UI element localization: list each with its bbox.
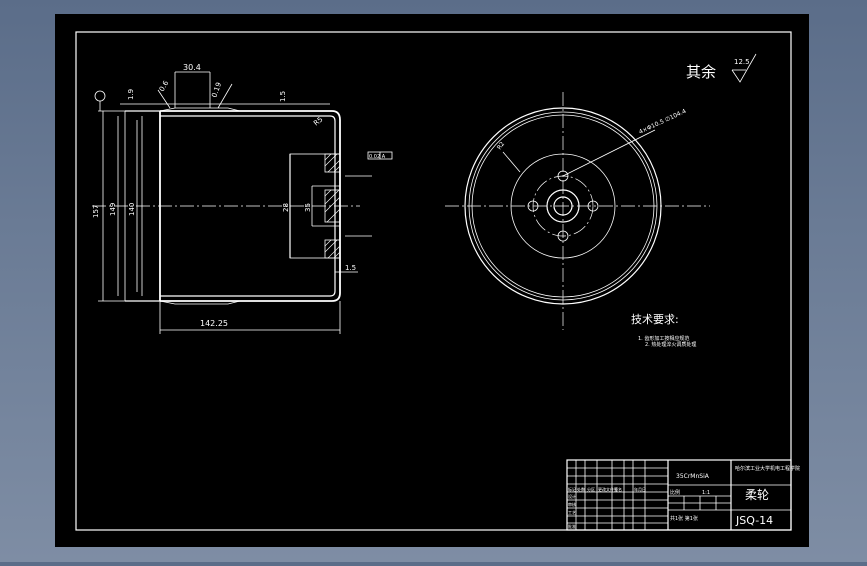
- note-2: 2. 热处理淬火调质处理: [645, 341, 696, 348]
- rev-file: 更改文件号: [598, 486, 618, 492]
- title-company: 哈尔滨工业大学机电工程学院: [735, 465, 800, 472]
- rev-count: 处数: [577, 486, 585, 492]
- surface-finish-value: 12.5: [734, 58, 750, 66]
- title-part-name: 柔轮: [745, 488, 769, 502]
- gdt-frame: 0.02 A: [369, 154, 386, 160]
- title-drawing-no: JSQ-14: [735, 514, 773, 527]
- label-craft: 工艺: [568, 510, 576, 515]
- rev-zone: 分区: [587, 486, 595, 492]
- drawing-sheet: [55, 14, 809, 547]
- dim-dia-mid: 149: [109, 203, 117, 216]
- dim-left-gap: 1.9: [127, 89, 135, 100]
- dim-wall-top: 1.5: [279, 91, 287, 102]
- dim-dia-inner: 140: [128, 203, 136, 216]
- hub-hatching: [324, 153, 341, 259]
- section-view: 30.4 1.9 0.6 0.19 1.5 R5 142.25 157 149 …: [92, 63, 393, 334]
- title-sheet: 共1张 第1张: [670, 515, 698, 522]
- rev-sign: 签名: [614, 486, 622, 492]
- rev-mark: 标记: [568, 486, 576, 492]
- dim-top-width: 30.4: [183, 63, 201, 72]
- title-scale-label: 比例: [670, 489, 680, 496]
- label-check: 审核: [568, 501, 576, 507]
- dim-fillet: R2: [496, 140, 506, 151]
- surface-finish-label: 其余: [686, 63, 716, 81]
- note-1: 1. 齿形加工按相应规范: [638, 335, 689, 342]
- technical-notes: 技术要求: 1. 齿形加工按相应规范 2. 热处理淬火调质处理: [631, 313, 696, 348]
- dim-length: 142.25: [200, 319, 228, 328]
- notes-title: 技术要求:: [631, 313, 679, 326]
- label-design: 设计: [568, 493, 576, 499]
- label-approve: 批准: [568, 523, 576, 529]
- drawing-border: [75, 31, 792, 531]
- dim-bore: 28: [282, 203, 290, 212]
- title-scale: 1:1: [702, 490, 710, 496]
- rev-date: 年月日: [634, 486, 646, 492]
- dim-wall-right: 1.5: [345, 264, 356, 272]
- surface-finish-symbol: 其余 12.5: [686, 53, 757, 83]
- dim-hub: 35: [304, 203, 312, 212]
- title-block: 35CrMnSiA 哈尔滨工业大学机电工程学院 柔轮 JSQ-14 比例 1:1…: [566, 459, 800, 531]
- title-material: 35CrMnSiA: [676, 473, 710, 480]
- dim-dia-outer: 157: [92, 205, 100, 218]
